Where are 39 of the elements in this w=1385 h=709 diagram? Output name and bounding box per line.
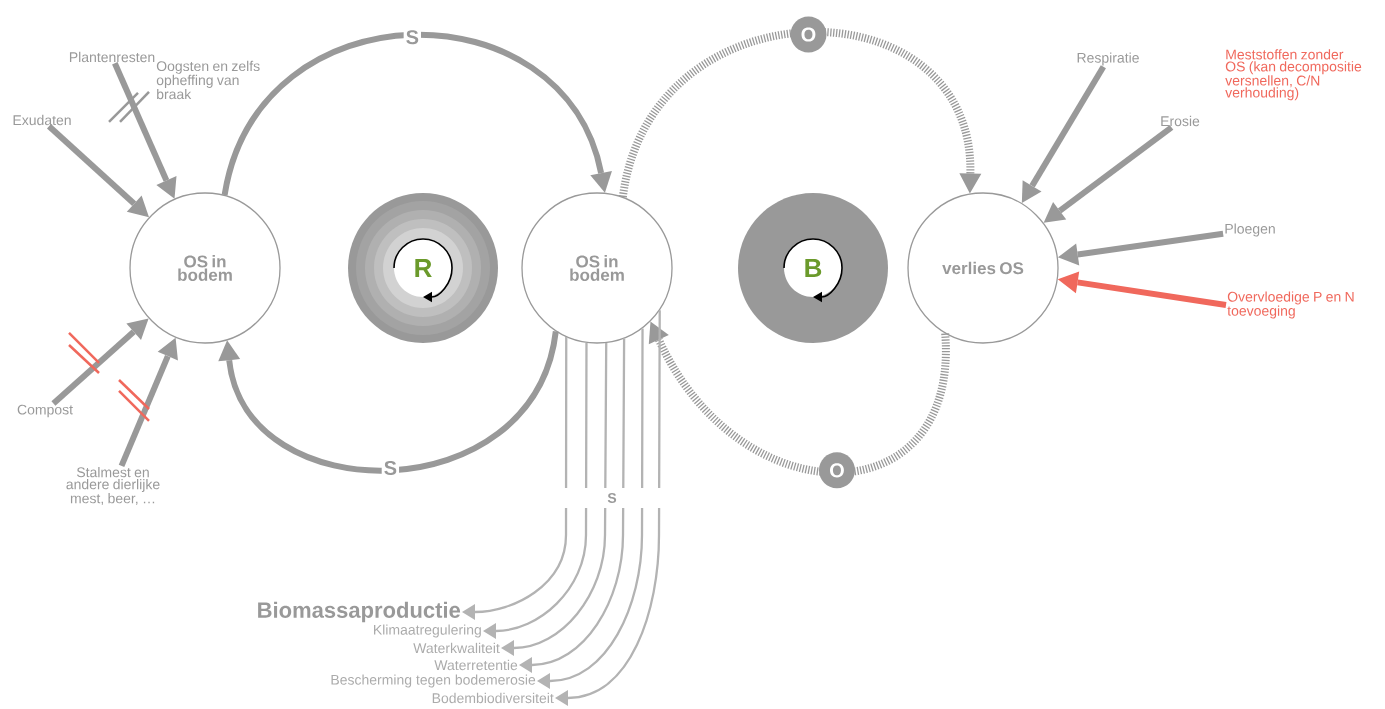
node-label: Stalmest en andere dierlijke mest, beer, …	[66, 467, 160, 505]
node-label: Bescherming tegen bodemerosie	[331, 674, 536, 688]
loop-badge: O	[790, 16, 827, 53]
letter-label: S	[562, 488, 662, 508]
arrow	[1021, 65, 1106, 204]
node-label: Respiratie	[1077, 52, 1139, 66]
node-label: Exudaten	[13, 114, 71, 126]
node-label: Plantenresten	[69, 51, 155, 63]
arrow	[46, 124, 149, 218]
node-label: Compost	[17, 404, 73, 418]
arrow	[537, 328, 644, 689]
arrow	[218, 330, 559, 474]
arrow	[619, 28, 982, 198]
arrow	[483, 342, 588, 639]
arrow	[1057, 271, 1227, 308]
node-label: Waterretentie	[434, 659, 518, 671]
arrow	[519, 338, 626, 673]
node-label: Biomassaproductie	[258, 601, 461, 623]
node-label: Overvloedige P en N toevoeging	[1227, 291, 1354, 319]
note-text: Oogsten en zelfs opheffing van braak	[156, 60, 260, 100]
arrow	[51, 318, 149, 406]
arrow	[1043, 124, 1174, 223]
node-label: Bodembiodiversiteit	[432, 692, 554, 704]
note-text: Meststoffen zonder OS (kan decompositie versnellen, C/N verhouding)	[1225, 49, 1362, 101]
arrow	[1057, 230, 1224, 266]
edge-label: S	[403, 28, 421, 47]
arrow	[112, 62, 177, 199]
arrow	[648, 321, 950, 477]
arrow	[221, 31, 612, 196]
node-label: Ploegen	[1225, 223, 1275, 237]
loop-badge: O	[818, 452, 855, 489]
edge-label: S	[381, 458, 400, 478]
node-label: Waterkwaliteit	[413, 642, 500, 654]
arrow	[462, 337, 568, 620]
node-label: Erosie	[1161, 115, 1200, 127]
arrow	[555, 310, 661, 706]
arrow	[501, 343, 608, 656]
arrow	[118, 337, 178, 467]
node-label: Klimaatregulering	[374, 624, 481, 638]
